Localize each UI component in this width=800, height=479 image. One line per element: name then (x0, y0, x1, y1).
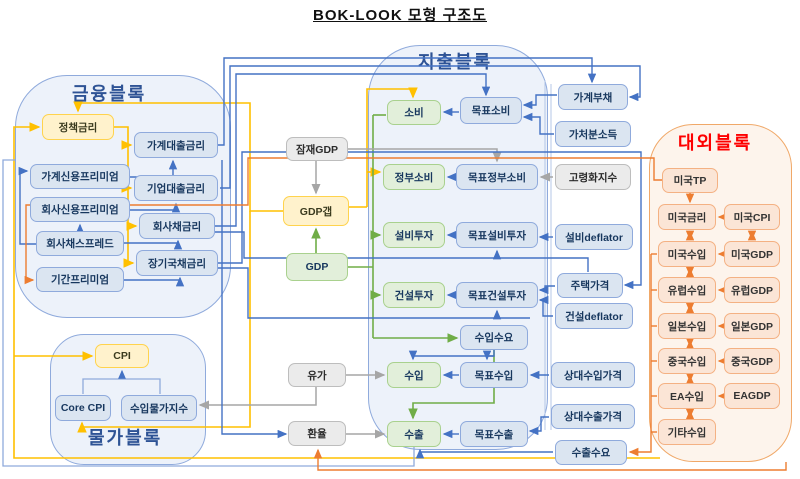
node-longterm-bond-rate: 장기국채금리 (136, 250, 218, 276)
price-block-title: 물가블록 (88, 428, 163, 448)
node-gov-consumption: 정부소비 (383, 164, 445, 190)
node-ea-gdp: EAGDP (724, 383, 780, 409)
node-household-credit-premium: 가계신용프리미엄 (30, 164, 130, 189)
node-cpi: CPI (95, 344, 149, 368)
node-target-construction-investment: 목표건설투자 (456, 282, 538, 308)
node-us-cpi: 미국CPI (724, 204, 780, 230)
node-cn-imports: 중국수입 (658, 348, 716, 374)
node-exports: 수출 (387, 421, 441, 447)
node-cn-gdp: 중국GDP (724, 348, 780, 374)
financial-block-title: 금융블록 (72, 84, 147, 104)
node-target-gov-consumption: 목표정부소비 (456, 164, 538, 190)
node-relative-import-price: 상대수입가격 (551, 362, 635, 388)
node-potential-gdp: 잠재GDP (286, 137, 348, 161)
node-imports: 수입 (387, 362, 441, 388)
node-corporate-bond-rate: 회사채금리 (139, 213, 215, 239)
node-target-exports: 목표수출 (460, 421, 528, 447)
node-us-tp: 미국TP (662, 168, 718, 193)
node-construction-deflator: 건설deflator (555, 303, 633, 329)
node-term-premium: 기간프리미엄 (36, 267, 124, 292)
node-ea-imports: EA수입 (658, 383, 716, 409)
node-gdp: GDP (286, 253, 348, 281)
node-import-price-index: 수입물가지수 (121, 395, 197, 421)
node-core-cpi: Core CPI (55, 395, 111, 421)
node-consumption: 소비 (387, 100, 441, 125)
node-construction-investment: 건설투자 (383, 282, 445, 308)
node-exchange-rate: 환율 (288, 421, 346, 446)
node-household-debt: 가계부채 (558, 84, 628, 110)
node-target-consumption: 목표소비 (460, 97, 522, 124)
node-relative-export-price: 상대수출가격 (551, 404, 635, 429)
node-export-demand: 수출수요 (555, 440, 627, 465)
external-block-title: 대외블록 (678, 133, 753, 153)
node-import-demand: 수입수요 (460, 325, 528, 350)
node-household-loan-rate: 가계대출금리 (134, 132, 218, 158)
node-us-gdp: 미국GDP (724, 241, 780, 267)
node-corporate-credit-premium: 회사신용프리미엄 (30, 197, 130, 222)
node-corporate-loan-rate: 기업대출금리 (134, 175, 218, 201)
node-disposable-income: 가처분소득 (555, 121, 631, 147)
expenditure-block-title: 지출블록 (418, 52, 493, 72)
node-jp-imports: 일본수입 (658, 313, 716, 339)
node-eu-imports: 유럽수입 (658, 277, 716, 303)
node-equip-investment: 설비투자 (383, 222, 445, 248)
node-housing-price: 주택가격 (557, 273, 623, 298)
page-title: BOK-LOOK 모형 구조도 (313, 7, 487, 24)
node-gdp-gap: GDP갭 (283, 196, 349, 226)
node-oil-price: 유가 (288, 363, 346, 387)
node-target-equip-investment: 목표설비투자 (456, 222, 538, 248)
node-aging-index: 고령화지수 (555, 164, 631, 190)
node-policy-rate: 정책금리 (42, 114, 114, 140)
node-jp-gdp: 일본GDP (724, 313, 780, 339)
node-target-imports: 목표수입 (460, 362, 528, 388)
node-corporate-bond-spread: 회사채스프레드 (36, 231, 124, 256)
node-other-imports: 기타수입 (658, 419, 716, 445)
node-us-imports: 미국수입 (658, 241, 716, 267)
node-us-rate: 미국금리 (658, 204, 716, 230)
node-equip-deflator: 설비deflator (555, 224, 633, 250)
node-eu-gdp: 유럽GDP (724, 277, 780, 303)
